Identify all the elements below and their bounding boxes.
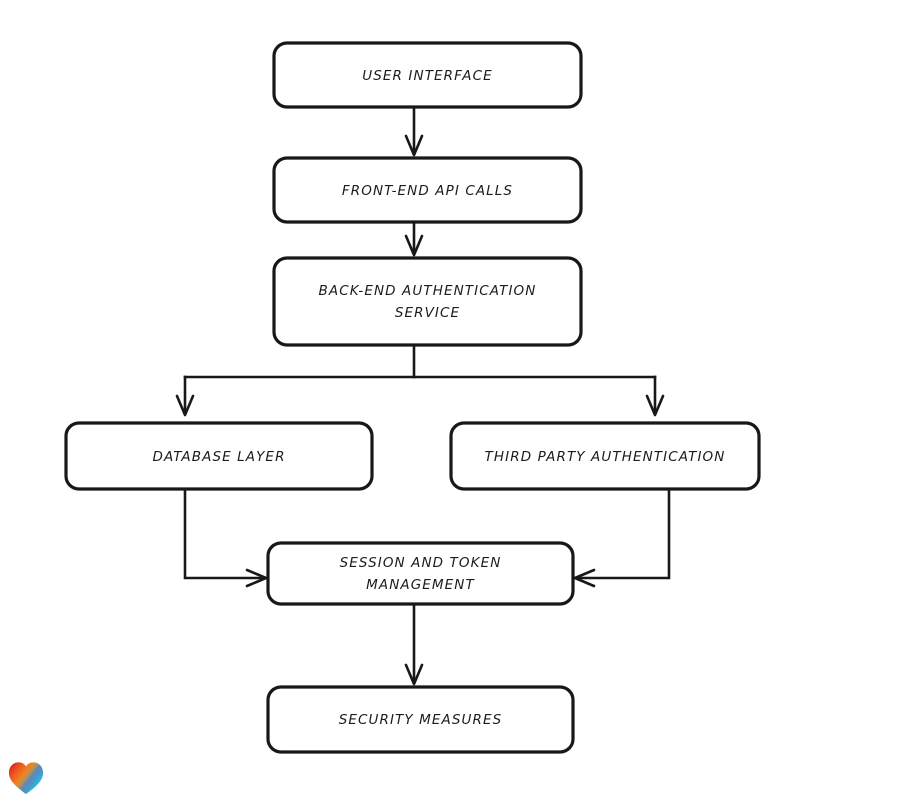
arrowhead-down-icon xyxy=(404,234,424,257)
node-shape xyxy=(266,685,575,754)
arrowhead-left-icon xyxy=(573,568,596,588)
node-label-line1: SESSION AND TOKEN xyxy=(340,555,502,571)
arrowhead-down-icon xyxy=(645,394,665,417)
node-shape xyxy=(272,41,583,109)
edge-auth-branch-stem xyxy=(183,343,657,379)
arrowhead-down-icon xyxy=(175,394,195,417)
node-session-and-token-management[interactable]: SESSION AND TOKEN MANAGEMENT xyxy=(266,541,575,606)
edge-auth-to-database xyxy=(175,375,195,417)
arrowhead-down-icon xyxy=(404,134,424,157)
heart-icon xyxy=(9,762,43,794)
edge-auth-to-thirdparty xyxy=(645,375,665,417)
edge-api-to-auth xyxy=(404,220,424,257)
node-label: THIRD PARTY AUTHENTICATION xyxy=(485,449,726,465)
edge-thirdparty-to-session xyxy=(573,487,671,588)
arrowhead-down-icon xyxy=(404,663,424,686)
edge-ui-to-api xyxy=(404,105,424,157)
node-shape xyxy=(272,156,583,224)
edge-line xyxy=(577,487,671,580)
node-shape xyxy=(449,421,761,491)
node-label: DATABASE LAYER xyxy=(152,449,285,465)
node-front-end-api-calls[interactable]: FRONT-END API CALLS xyxy=(272,156,583,224)
node-label: SECURITY MEASURES xyxy=(339,712,503,728)
edge-session-to-security xyxy=(404,602,424,686)
node-user-interface[interactable]: USER INTERFACE xyxy=(272,41,583,109)
heart-shape-overlay xyxy=(9,762,43,794)
node-shape xyxy=(272,256,583,347)
node-label: USER INTERFACE xyxy=(362,68,492,84)
node-shape xyxy=(64,421,374,491)
edge-line xyxy=(183,487,264,580)
node-third-party-authentication[interactable]: THIRD PARTY AUTHENTICATION xyxy=(449,421,761,491)
edge-database-to-session xyxy=(183,487,268,588)
node-label: FRONT-END API CALLS xyxy=(342,183,513,199)
arrowhead-right-icon xyxy=(245,568,268,588)
node-back-end-authentication-service[interactable]: BACK-END AUTHENTICATION SERVICE xyxy=(272,256,583,347)
node-database-layer[interactable]: DATABASE LAYER xyxy=(64,421,374,491)
node-label-line1: BACK-END AUTHENTICATION xyxy=(319,283,537,299)
node-security-measures[interactable]: SECURITY MEASURES xyxy=(266,685,575,754)
node-shape xyxy=(266,541,575,606)
node-label-line2: SERVICE xyxy=(395,305,460,321)
node-label-line2: MANAGEMENT xyxy=(366,577,475,593)
